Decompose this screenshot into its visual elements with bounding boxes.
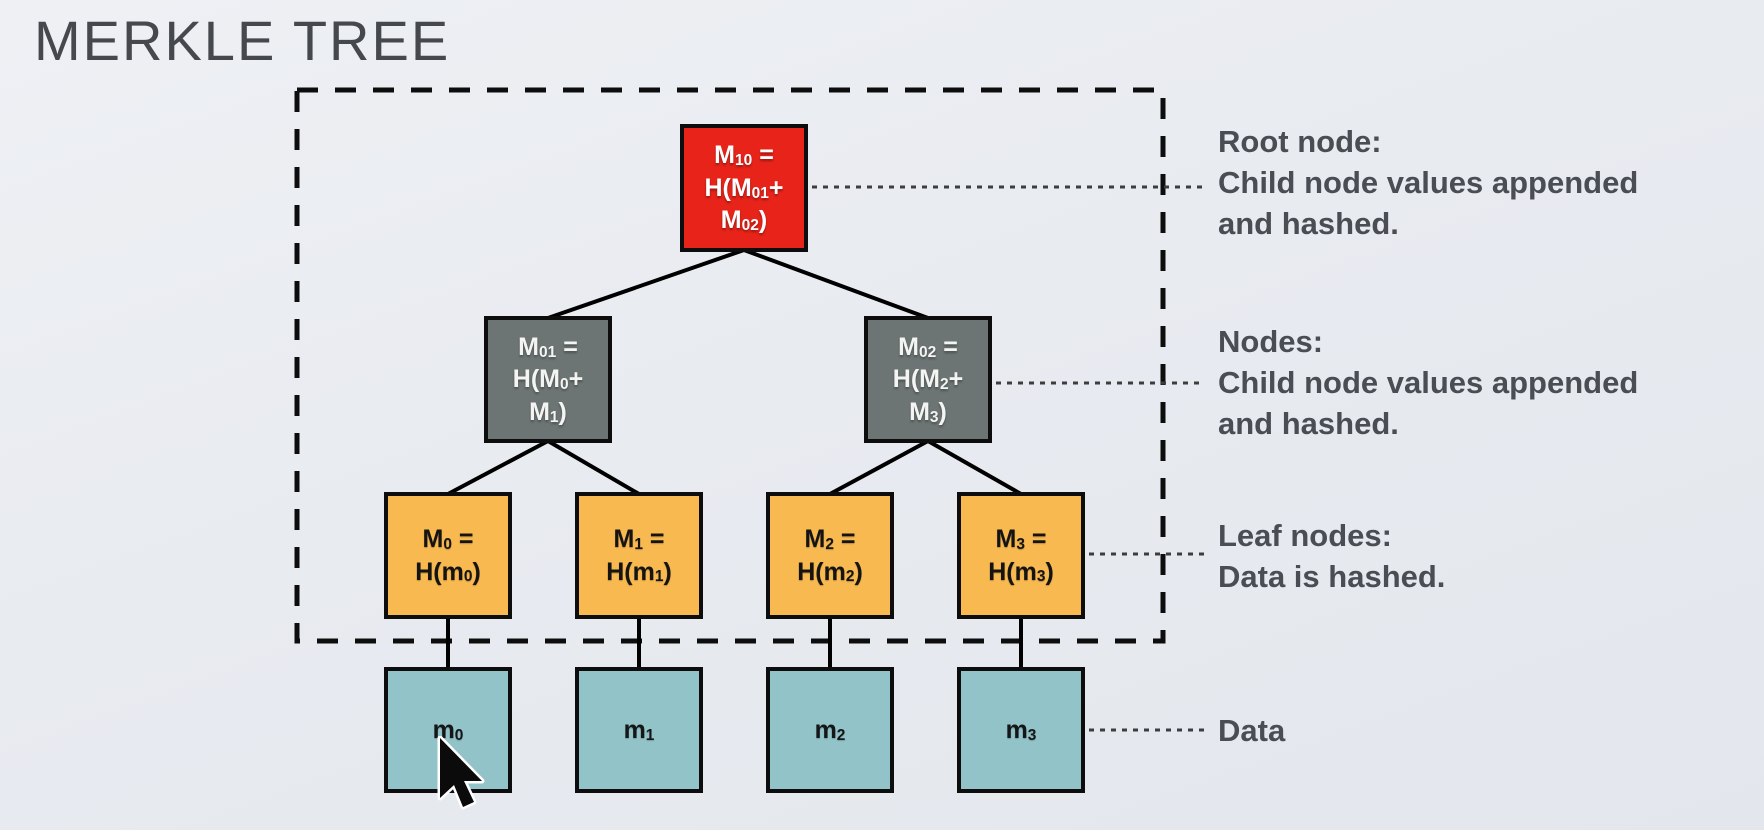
leaf-node-m0: M0 =H(m0) bbox=[384, 492, 512, 619]
annotation-root-node: Root node: Child node values appended an… bbox=[1218, 121, 1758, 244]
annotation-leaf-nodes: Leaf nodes: Data is hashed. bbox=[1218, 515, 1758, 597]
mouse-cursor-icon bbox=[437, 736, 485, 810]
leaf-node-m2: M2 =H(m2) bbox=[766, 492, 894, 619]
tree-edges bbox=[446, 248, 1023, 669]
root-node-m10: M10 =H(M01+M02) bbox=[680, 124, 808, 252]
data-block-m3: m3 bbox=[957, 667, 1085, 793]
leaf-node-m3: M3 =H(m3) bbox=[957, 492, 1085, 619]
annotation-line: and hashed. bbox=[1218, 206, 1399, 241]
annotation-line: Child node values appended bbox=[1218, 365, 1639, 400]
annotation-data: Data bbox=[1218, 710, 1758, 751]
annotation-leader-lines bbox=[812, 185, 1205, 732]
inner-node-m02: M02 =H(M2+M3) bbox=[864, 316, 992, 443]
annotation-line: Leaf nodes: bbox=[1218, 518, 1392, 553]
slide-title: MERKLE TREE bbox=[34, 9, 451, 72]
inner-node-m01: M01 =H(M0+M1) bbox=[484, 316, 612, 443]
annotation-line: Data is hashed. bbox=[1218, 559, 1446, 594]
leaf-node-m1: M1 =H(m1) bbox=[575, 492, 703, 619]
data-block-m2: m2 bbox=[766, 667, 894, 793]
annotation-line: Data bbox=[1218, 713, 1286, 748]
annotation-nodes: Nodes: Child node values appended and ha… bbox=[1218, 321, 1758, 444]
annotation-line: Nodes: bbox=[1218, 324, 1324, 359]
annotation-line: Child node values appended bbox=[1218, 165, 1639, 200]
annotation-line: and hashed. bbox=[1218, 406, 1399, 441]
annotation-line: Root node: bbox=[1218, 124, 1382, 159]
data-block-m1: m1 bbox=[575, 667, 703, 793]
